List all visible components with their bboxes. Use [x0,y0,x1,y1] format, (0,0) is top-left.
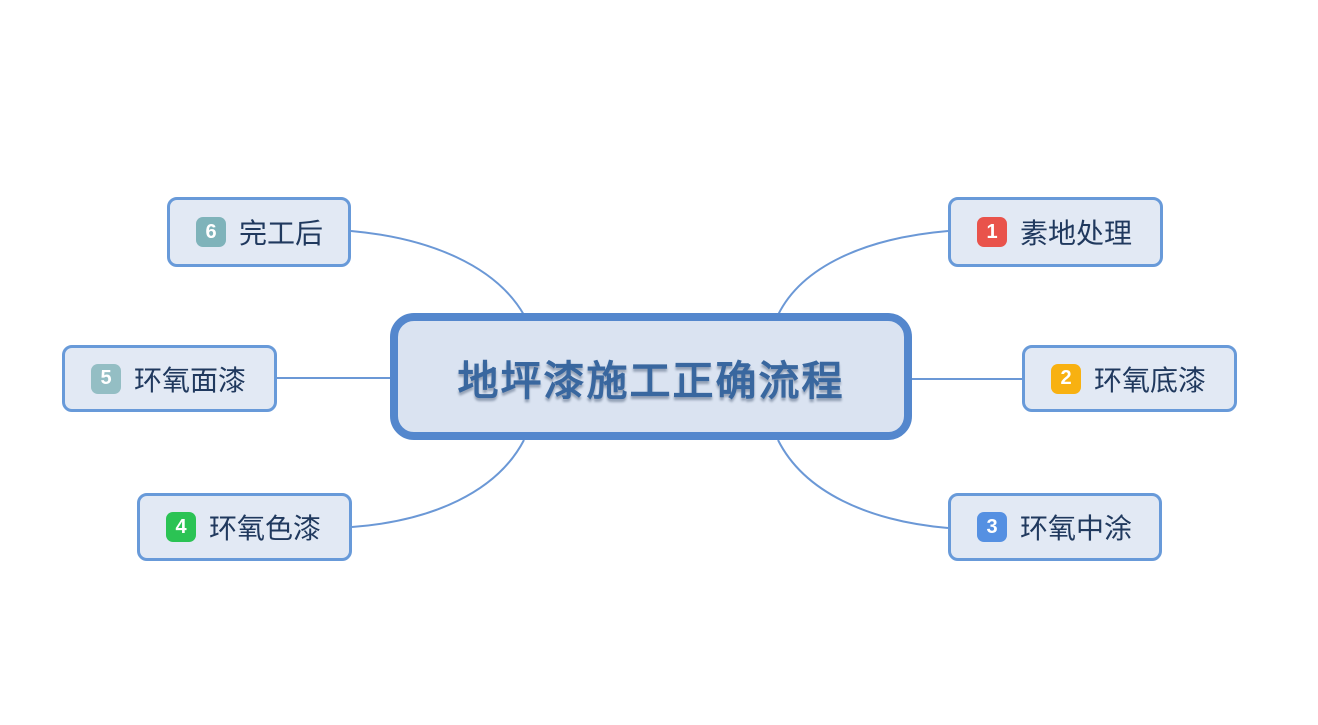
topic-node-2[interactable]: 2 环氧底漆 [1022,345,1237,412]
priority-badge-4: 4 [166,512,196,542]
central-topic-title: 地坪漆施工正确流程 [457,357,845,404]
priority-badge-1: 1 [977,217,1007,247]
topic-label-5: 环氧面漆 [134,364,247,396]
central-topic-node[interactable]: 地坪漆施工正确流程 [390,313,912,440]
priority-badge-2: 2 [1051,363,1081,394]
priority-badge-3: 3 [977,512,1007,542]
topic-label-1: 素地处理 [1020,218,1133,249]
connector-branch-6 [350,230,525,316]
topic-label-3: 环氧中涂 [1020,513,1133,544]
connector-branch-4 [351,439,525,528]
topic-node-4[interactable]: 4 环氧色漆 [137,493,352,561]
priority-badge-5: 5 [91,363,121,394]
topic-node-6[interactable]: 6 完工后 [167,197,351,267]
topic-node-3[interactable]: 3 环氧中涂 [948,493,1162,561]
connector-branch-1 [777,230,949,316]
topic-label-2: 环氧底漆 [1094,364,1207,396]
topic-node-1[interactable]: 1 素地处理 [948,197,1163,267]
priority-badge-6: 6 [196,217,226,247]
topic-label-4: 环氧色漆 [209,513,322,544]
connector-branch-3 [777,439,949,529]
topic-node-5[interactable]: 5 环氧面漆 [62,345,277,412]
topic-label-6: 完工后 [239,218,324,249]
